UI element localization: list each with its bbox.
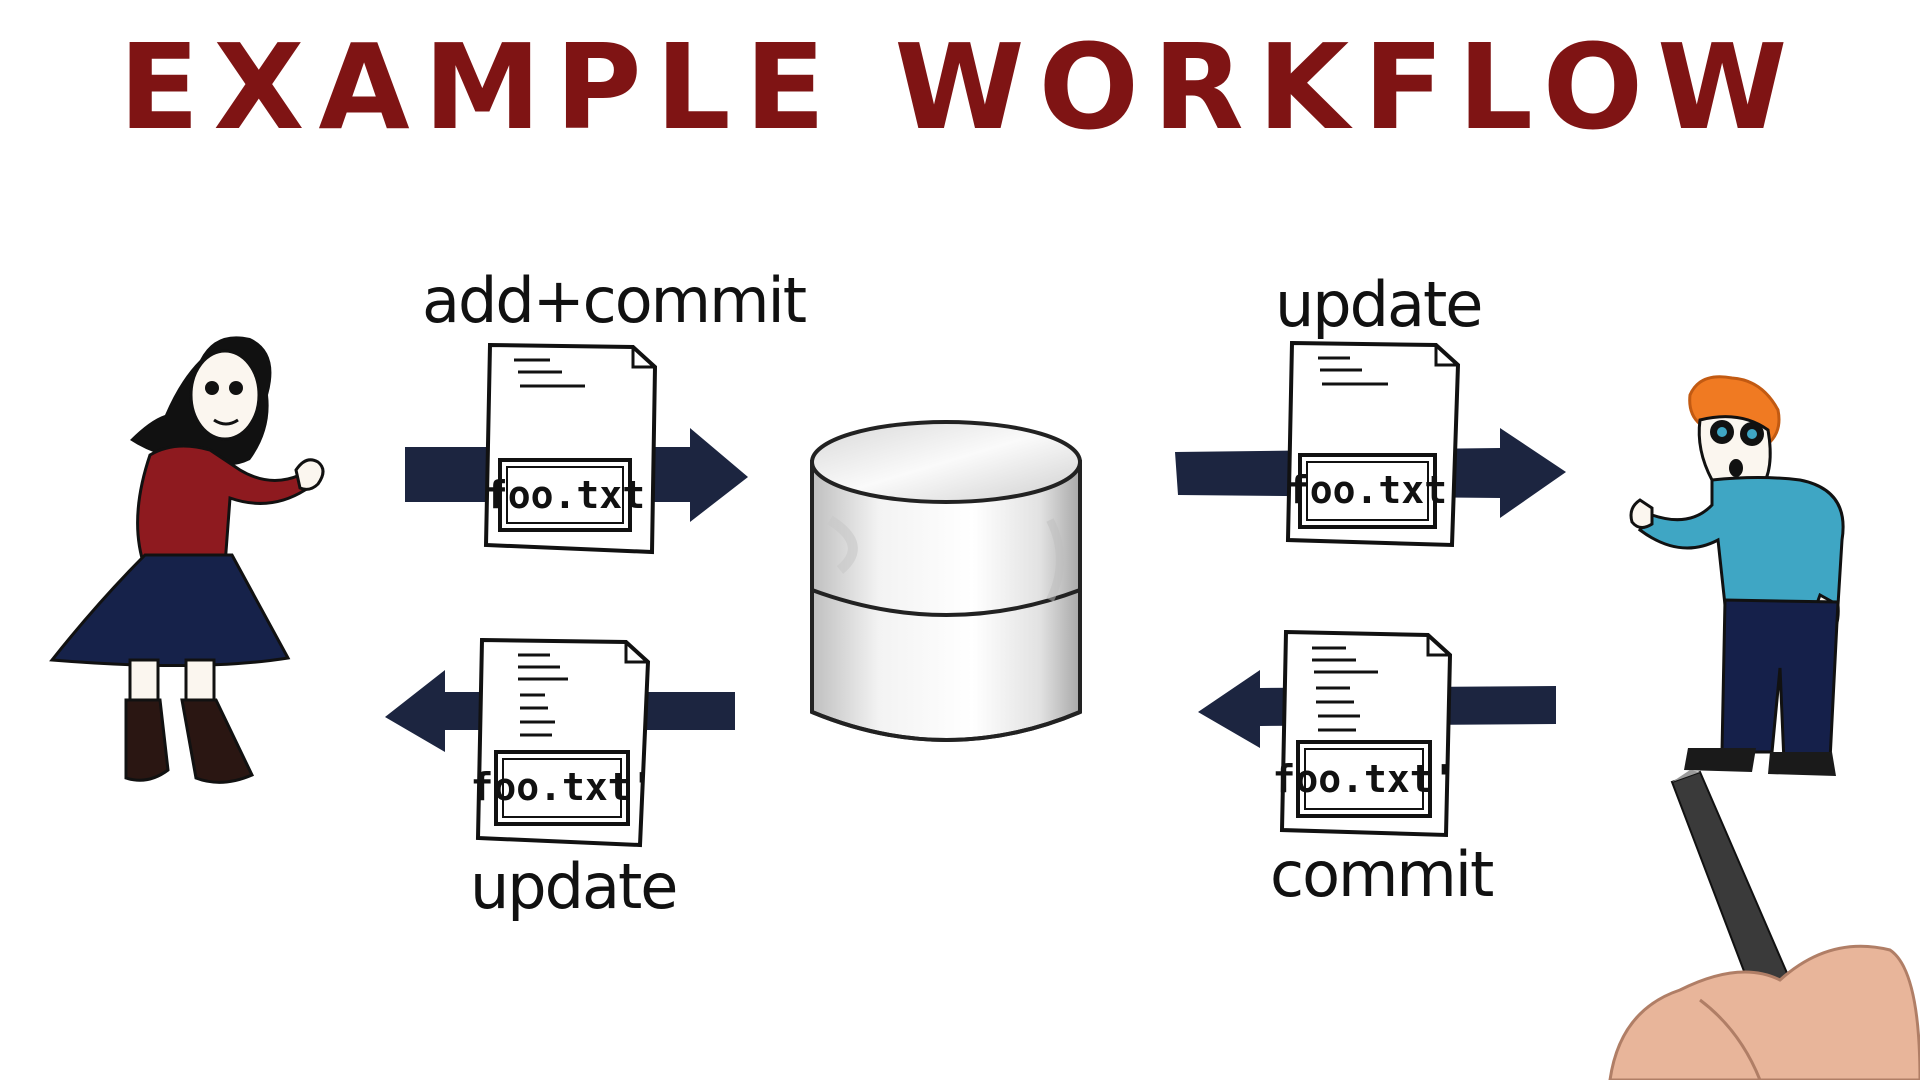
- file-label-top-right: foo.txt: [1287, 468, 1447, 512]
- developer-left-figure: [49, 336, 325, 784]
- file-label-bottom-right: foo.txt': [1272, 757, 1455, 801]
- file-label-bottom-left: foo.txt': [470, 765, 653, 809]
- label-commit-right: commit: [1270, 838, 1494, 911]
- document-top-right: foo.txt: [1285, 340, 1461, 548]
- document-bottom-left: foo.txt': [470, 637, 654, 848]
- developer-right-figure: [1629, 375, 1845, 776]
- file-label-top-left: foo.txt: [485, 473, 645, 517]
- label-add-commit: add+commit: [422, 264, 807, 337]
- drawing-hand-marker: [1608, 770, 1920, 1080]
- document-top-left: foo.txt: [483, 342, 658, 555]
- diagram-title: EXAMPLE WORKFLOW: [118, 18, 1802, 156]
- document-bottom-right: foo.txt': [1272, 629, 1456, 838]
- repository-database: [810, 420, 1082, 742]
- label-update-left: update: [470, 850, 678, 923]
- label-update-right: update: [1275, 268, 1483, 341]
